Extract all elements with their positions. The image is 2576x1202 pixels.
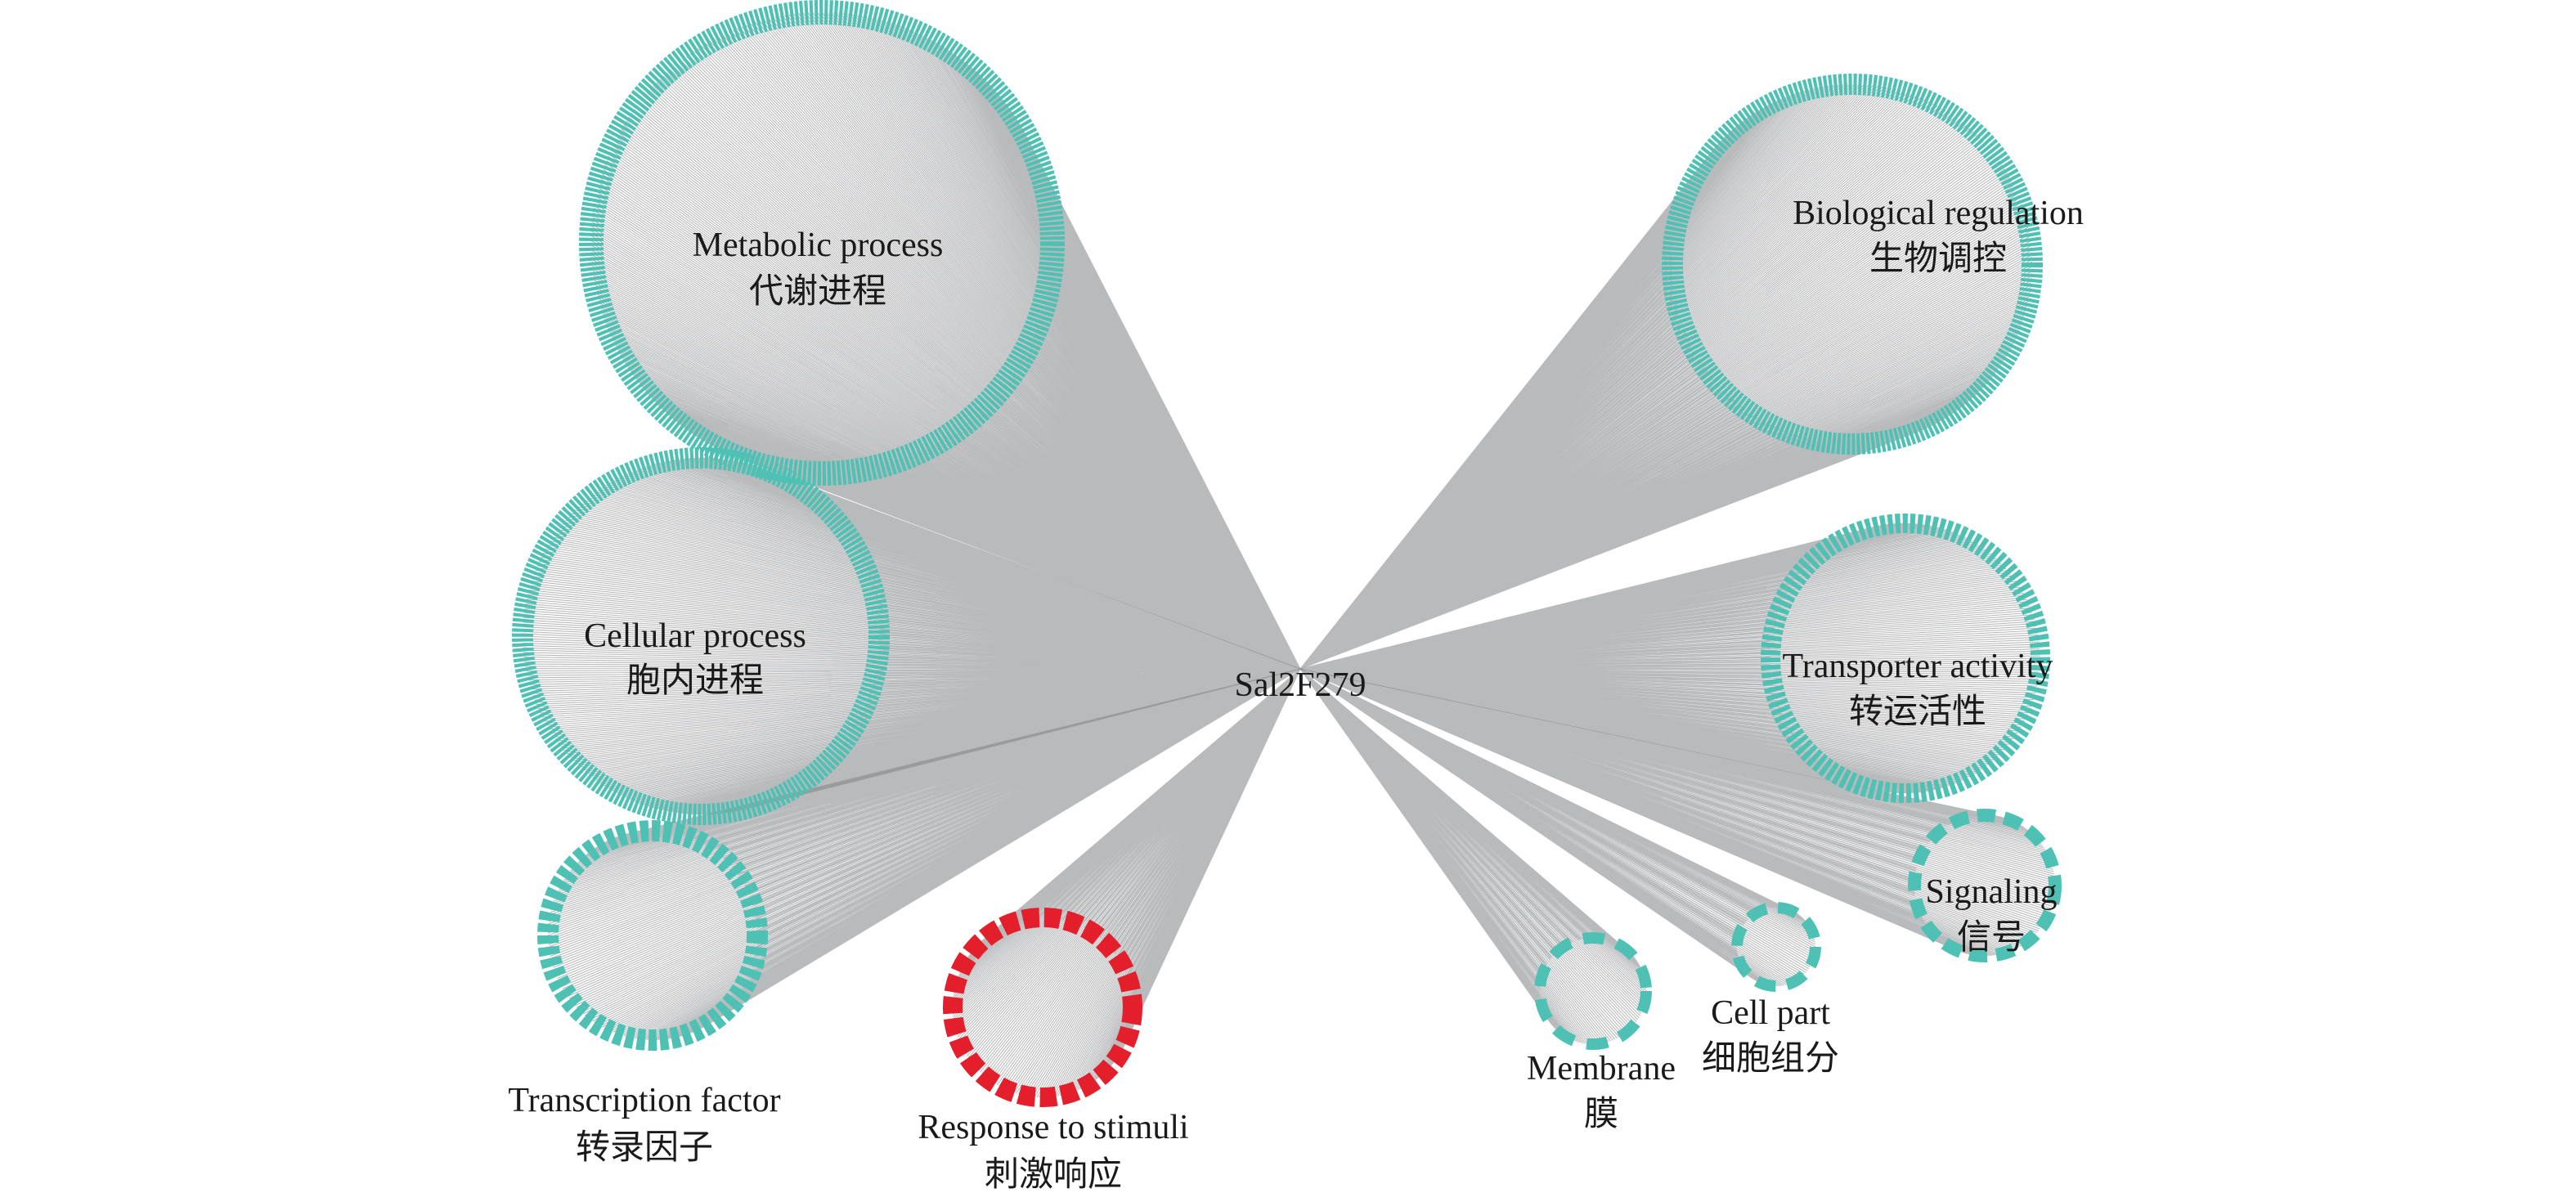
cluster-response bbox=[943, 908, 1142, 1107]
cluster-signaling bbox=[1908, 809, 2062, 962]
label-signaling-zh: 信号 bbox=[1957, 917, 2026, 957]
edges-cellpart bbox=[1299, 668, 1816, 987]
cluster-cellpart bbox=[1731, 902, 1821, 992]
cluster-cellular bbox=[512, 447, 890, 825]
edges-biological bbox=[1299, 83, 2033, 670]
cluster-ring-transporter bbox=[1761, 514, 2050, 803]
cluster-metabolic bbox=[579, 0, 1065, 486]
cluster-biological bbox=[1662, 74, 2043, 455]
hub-label: Sal2F279 bbox=[1234, 666, 1366, 704]
edges-transcription bbox=[547, 668, 1301, 1041]
network-edges bbox=[522, 11, 2056, 1098]
label-metabolic-en: Metabolic process bbox=[693, 226, 944, 264]
label-cellpart-en: Cell part bbox=[1711, 994, 1830, 1032]
edge-fan-signaling bbox=[1299, 668, 2056, 957]
label-transcription-zh: 转录因子 bbox=[576, 1127, 713, 1167]
cluster-ring-cellular bbox=[512, 447, 890, 825]
label-cellpart-zh: 细胞组分 bbox=[1702, 1038, 1839, 1078]
label-biological-en: Biological regulation bbox=[1793, 195, 2084, 232]
cluster-ring-cellpart bbox=[1731, 902, 1821, 992]
edge-fan-transcription bbox=[547, 668, 1301, 1041]
edge-fan-response bbox=[952, 668, 1301, 1098]
cluster-membrane bbox=[1534, 932, 1652, 1050]
label-transcription-en: Transcription factor bbox=[508, 1082, 780, 1119]
label-membrane-en: Membrane bbox=[1527, 1050, 1676, 1088]
label-transporter-en: Transporter activity bbox=[1783, 648, 2053, 685]
cluster-ring-transcription bbox=[537, 820, 768, 1051]
label-response-en: Response to stimuli bbox=[918, 1109, 1188, 1146]
cluster-ring-biological bbox=[1662, 74, 2043, 455]
cluster-transporter bbox=[1761, 514, 2050, 803]
cluster-ring-response bbox=[943, 908, 1142, 1107]
edge-fan-membrane bbox=[1299, 668, 1647, 1045]
cluster-ring-signaling bbox=[1908, 809, 2062, 962]
cluster-transcription bbox=[537, 820, 768, 1051]
edge-fan-transporter bbox=[1299, 523, 2041, 794]
edges-membrane bbox=[1299, 668, 1647, 1045]
edge-fan-metabolic bbox=[590, 11, 1301, 670]
edges-metabolic bbox=[590, 11, 1301, 670]
label-signaling-en: Signaling bbox=[1925, 873, 2057, 911]
edges-response bbox=[952, 668, 1301, 1098]
edges-signaling bbox=[1299, 668, 2056, 957]
label-transporter-zh: 转运活性 bbox=[1849, 691, 1986, 731]
edge-fan-cellpart bbox=[1299, 668, 1816, 987]
label-response-zh: 刺激响应 bbox=[985, 1154, 1122, 1194]
edge-fan-biological bbox=[1299, 83, 2033, 670]
label-cellular-en: Cellular process bbox=[584, 617, 806, 655]
label-membrane-zh: 膜 bbox=[1584, 1093, 1618, 1133]
cluster-ring-metabolic bbox=[579, 0, 1065, 486]
edges-transporter bbox=[1299, 523, 2041, 794]
label-cellular-zh: 胞内进程 bbox=[626, 660, 764, 700]
cluster-ring-membrane bbox=[1534, 932, 1652, 1050]
label-metabolic-zh: 代谢进程 bbox=[749, 271, 886, 311]
label-biological-zh: 生物调控 bbox=[1869, 238, 2007, 278]
